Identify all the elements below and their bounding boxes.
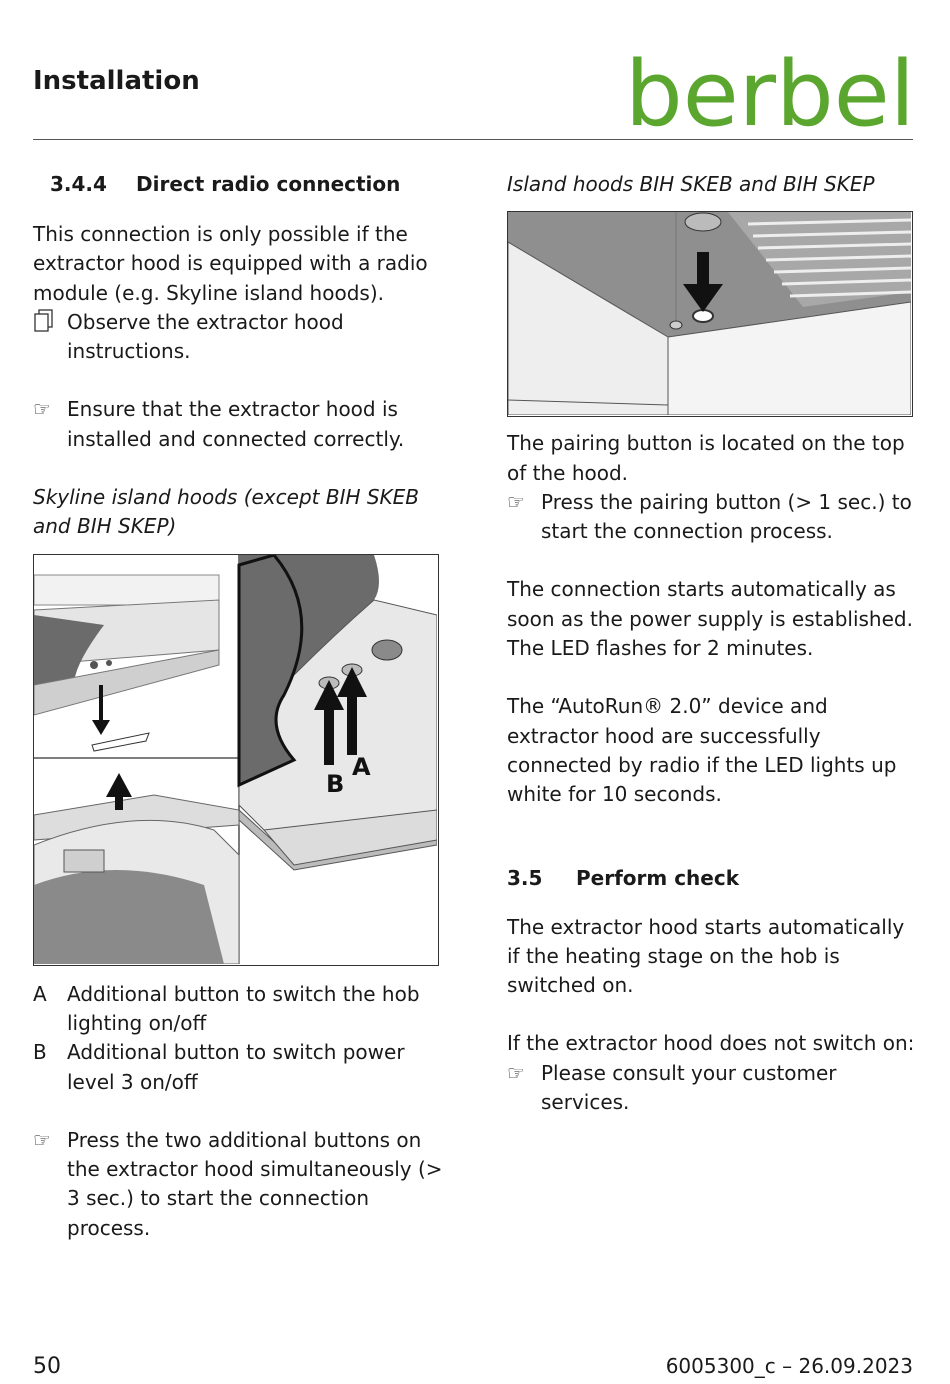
pointing-hand-icon: ☞ [507,1060,525,1085]
documents-icon [33,308,67,367]
section-title: Perform check [576,865,740,890]
page-header-title: Installation [33,66,200,96]
press-pairing-text: Press the pairing button (> 1 sec.) to s… [541,489,912,544]
ensure-text: Ensure that the extractor hood is instal… [67,397,405,451]
figure-label-a: A [352,753,371,781]
skyline-hood-figure: B A [33,553,439,966]
document-id: 6005300_c – 26.09.2023 [665,1354,913,1378]
island-hood-figure [507,211,913,418]
autorun-paragraph: The “AutoRun® 2.0” device and extractor … [507,694,897,807]
right-column: Island hoods BIH SKEB and BIH SKEP The p… [507,170,917,1117]
press-two-text: Press the two additional buttons on the … [67,1127,443,1240]
legend-item-b: B Additional button to switch power leve… [33,1038,443,1097]
section-number: 3.4.4 [50,172,107,196]
intro-paragraph: This connection is only possible if the … [33,222,428,305]
if-not-paragraph: If the extractor hood does not switch on… [507,1031,915,1056]
observe-note: Observe the extractor hood instructions. [33,308,443,367]
left-column: 3.4.4 Direct radio connection This conne… [33,170,443,1243]
press-pairing-instruction: ☞ Press the pairing button (> 1 sec.) to… [507,488,917,547]
pointing-hand-icon: ☞ [507,489,525,514]
header-divider [33,139,913,140]
page-number: 50 [33,1354,61,1379]
figure-label-b: B [326,770,344,798]
ensure-instruction: ☞ Ensure that the extractor hood is inst… [33,395,443,454]
legend-key: A [33,981,47,1006]
section-title: Direct radio connection [136,172,401,196]
press-two-instruction: ☞ Press the two additional buttons on th… [33,1126,443,1243]
auto-start-paragraph: The connection starts automatically as s… [507,577,913,661]
legend-text: Additional button to switch the hob ligh… [67,981,420,1035]
skyline-caption: Skyline island hoods (except BIH SKEB an… [33,485,420,539]
consult-text: Please consult your customer services. [541,1060,837,1115]
section-heading-3-5: 3.5 Perform check [507,864,917,893]
section-heading-3-4-4: 3.4.4 Direct radio connection [33,170,443,199]
check-intro: The extractor hood starts automatically … [507,914,905,998]
legend-key: B [33,1040,47,1065]
section-number: 3.5 [507,865,543,890]
consult-instruction: ☞ Please consult your customer services. [507,1059,917,1118]
island-caption: Island hoods BIH SKEB and BIH SKEP [507,172,875,196]
pointing-hand-icon: ☞ [33,397,51,422]
legend-text: Additional button to switch power level … [67,1040,405,1094]
berbel-logo: berbel [625,52,915,132]
legend-item-a: A Additional button to switch the hob li… [33,980,443,1039]
observe-text: Observe the extractor hood instructions. [67,309,344,364]
pointing-hand-icon: ☞ [33,1127,51,1152]
pairing-location: The pairing button is located on the top… [507,431,905,485]
svg-text:berbel: berbel [625,52,915,132]
